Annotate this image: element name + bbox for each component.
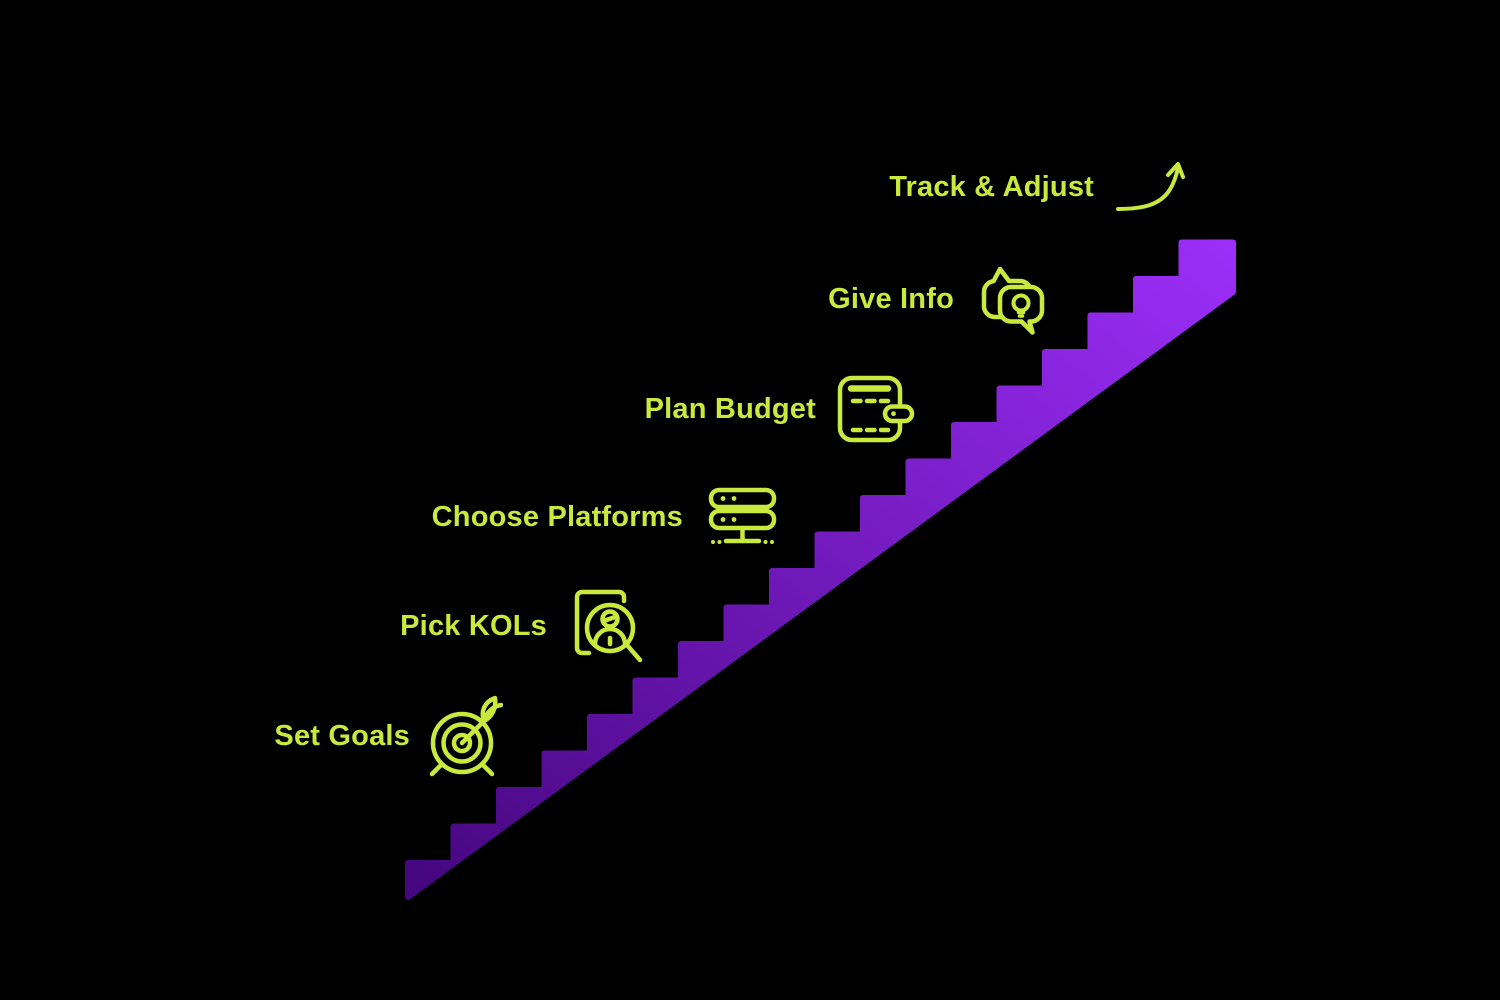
- step-row-pick-kols: Pick KOLs: [400, 588, 643, 665]
- step-row-plan-budget: Plan Budget: [645, 375, 915, 443]
- step-label-plan-budget: Plan Budget: [644, 392, 816, 425]
- server-icon: [707, 487, 778, 547]
- step-label-choose-platforms: Choose Platforms: [431, 500, 683, 533]
- step-row-set-goals: Set Goals: [274, 695, 503, 777]
- step-row-give-info: Give Info: [828, 263, 1050, 335]
- staircase-shape: [405, 239, 1236, 900]
- trend-arrow-icon: [1115, 160, 1188, 215]
- step-label-pick-kols: Pick KOLs: [400, 610, 547, 642]
- person-search-icon: [572, 588, 643, 665]
- step-row-track-adjust: Track & Adjust: [889, 160, 1188, 215]
- target-icon: [427, 695, 503, 777]
- wallet-icon: [837, 375, 915, 443]
- step-label-track-adjust: Track & Adjust: [889, 171, 1094, 203]
- step-label-give-info: Give Info: [828, 282, 954, 315]
- step-label-set-goals: Set Goals: [274, 719, 410, 752]
- step-row-choose-platforms: Choose Platforms: [432, 487, 778, 547]
- chat-bulb-icon: [976, 263, 1050, 335]
